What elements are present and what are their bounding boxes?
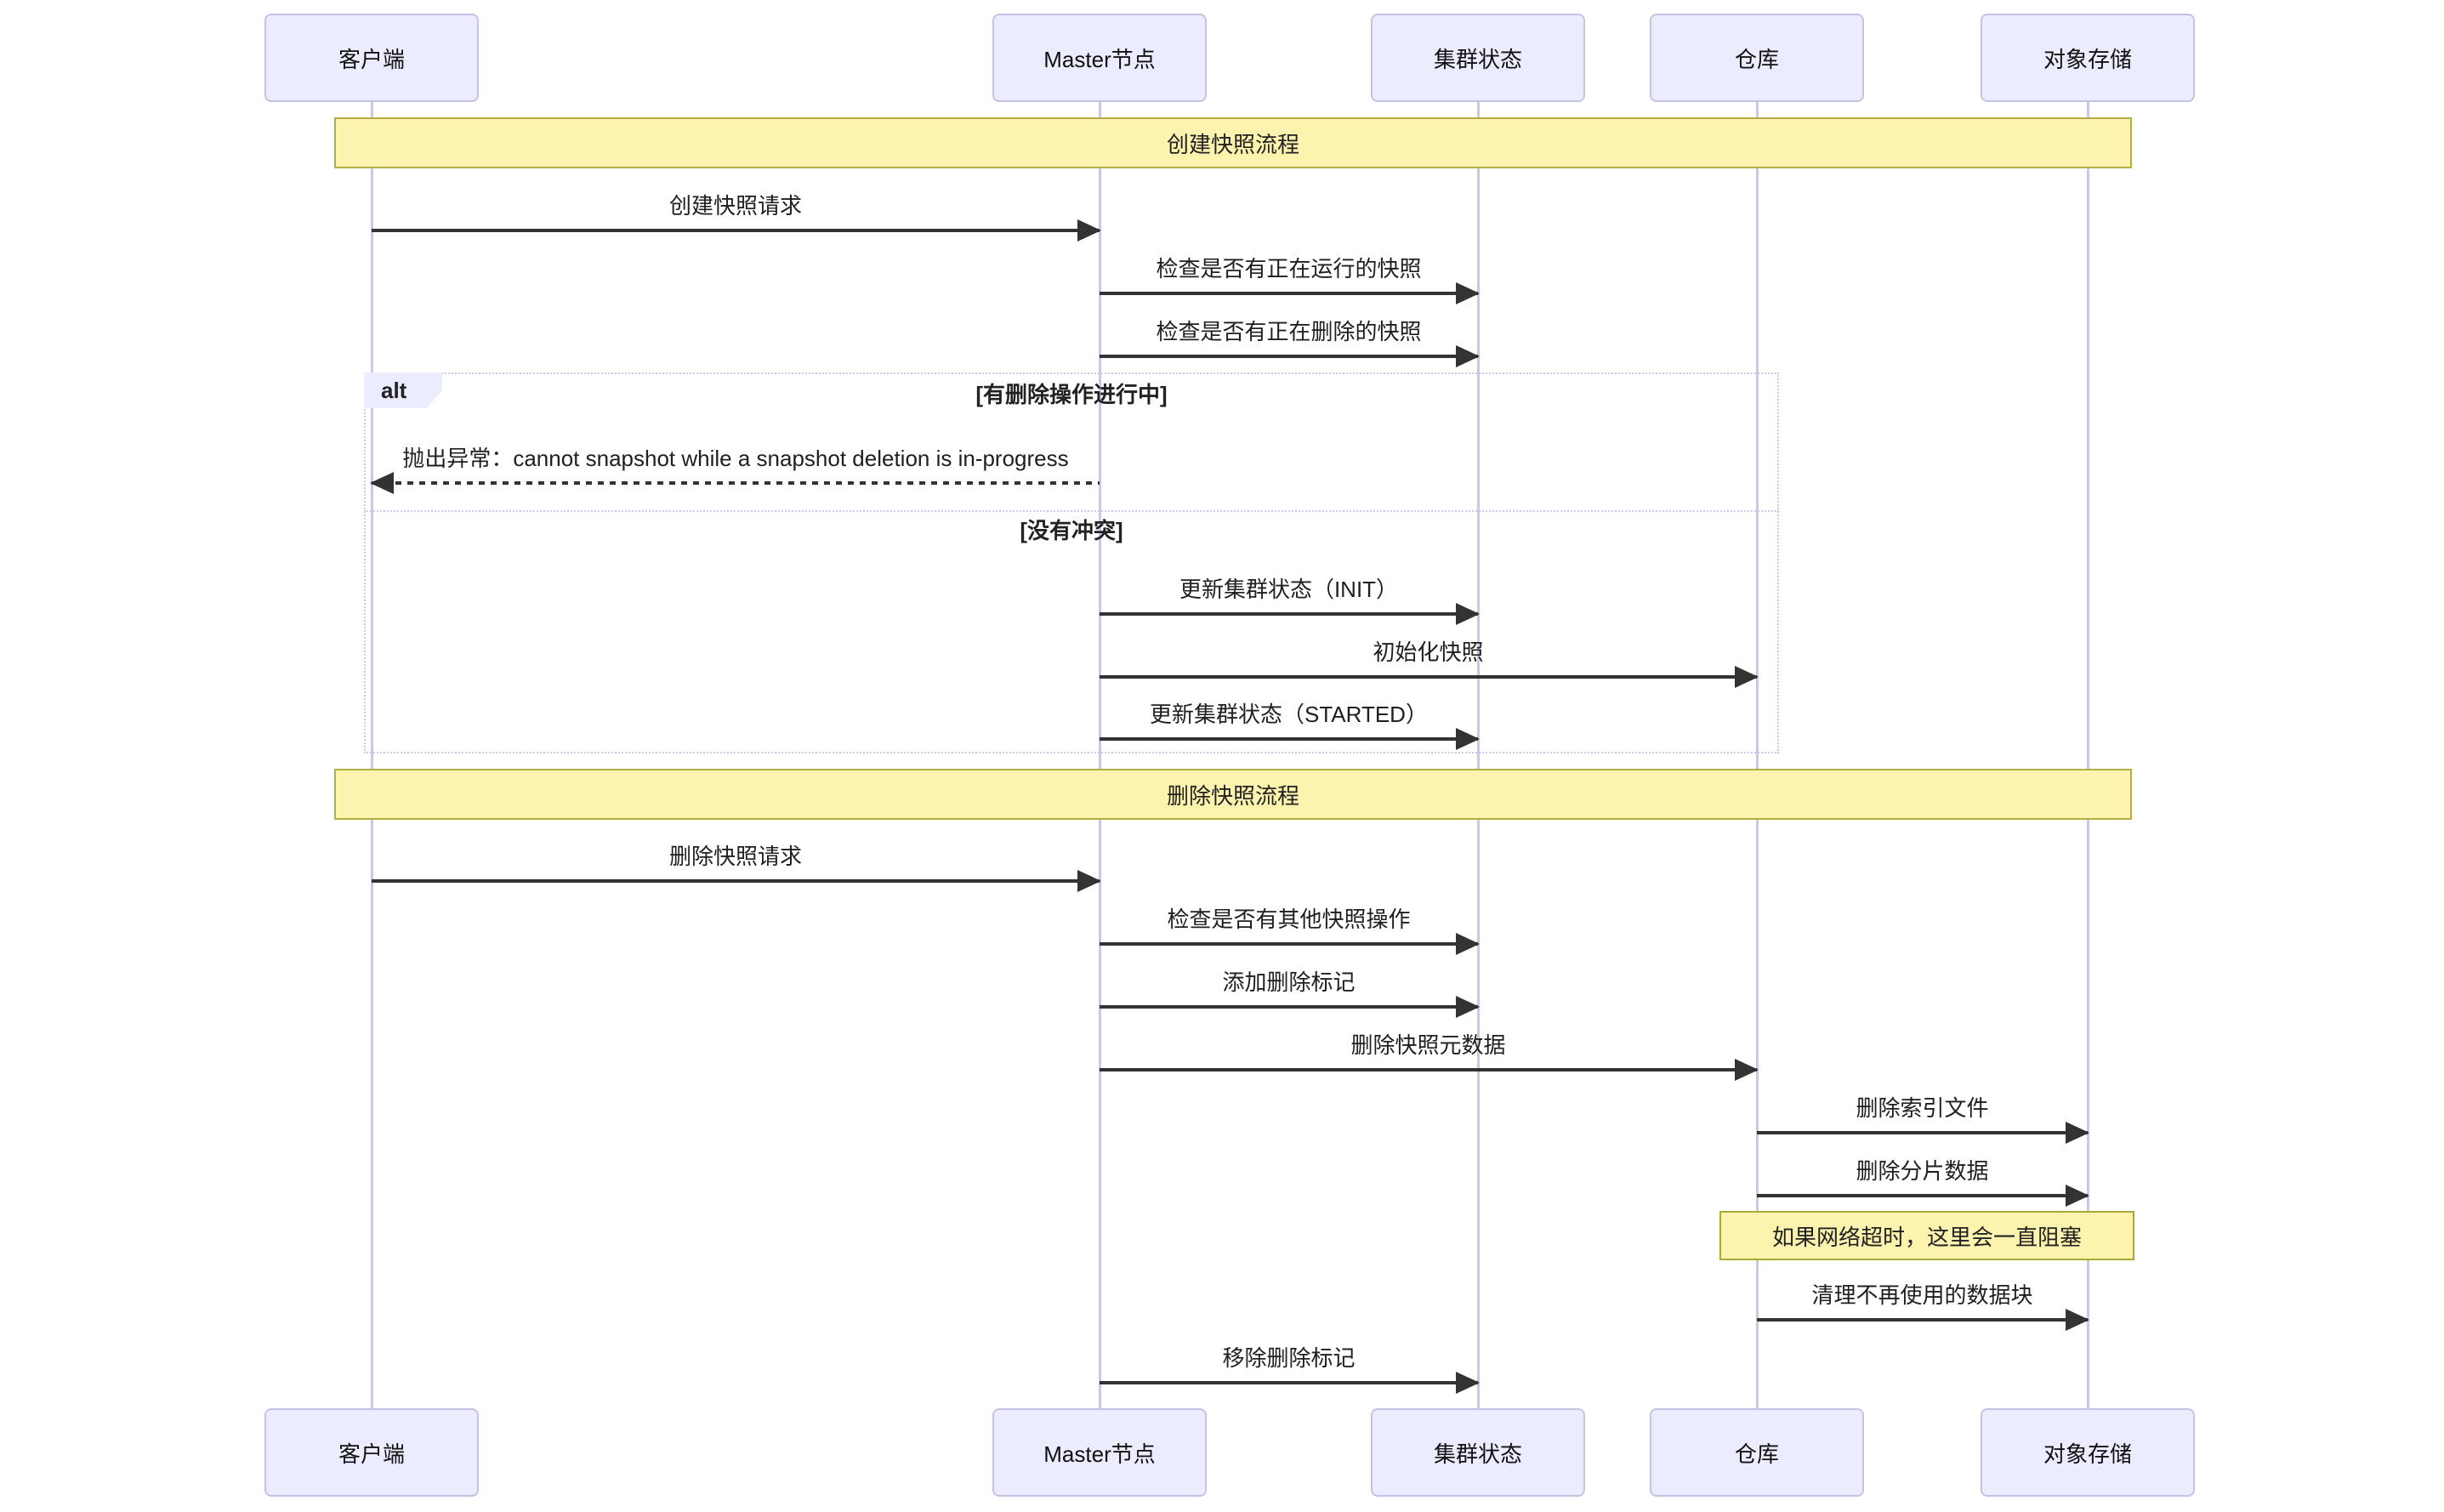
section-banner-label: 创建快照流程	[1166, 131, 1299, 157]
message-arrow	[1757, 1122, 2089, 1144]
participant-label: Master节点	[1043, 46, 1156, 72]
message-delete-snapshot-metadata: 删除快照元数据	[1100, 1032, 1759, 1081]
alt-condition-no-conflict: [没有冲突]	[1020, 518, 1123, 543]
participant-master-top: Master节点	[992, 14, 1207, 102]
message-check-other-operations: 检查是否有其他快照操作	[1100, 907, 1480, 955]
message-check-running-snapshot: 检查是否有正在运行的快照	[1100, 256, 1480, 304]
message-init-snapshot: 初始化快照	[1100, 639, 1759, 688]
participant-client-bottom: 客户端	[264, 1408, 479, 1497]
message-add-delete-marker: 添加删除标记	[1100, 969, 1480, 1018]
message-label: 创建快照请求	[668, 193, 802, 219]
participant-object-storage-top: 对象存储	[1981, 14, 2195, 102]
message-arrow	[372, 219, 1101, 242]
participant-label: 客户端	[338, 1441, 405, 1467]
alt-keyword-label: alt	[364, 372, 442, 408]
participant-repository-top: 仓库	[1650, 14, 1864, 102]
message-arrow	[1757, 1185, 2089, 1207]
message-label: 检查是否有正在运行的快照	[1156, 256, 1422, 281]
message-label: 删除索引文件	[1856, 1095, 1989, 1121]
alt-condition-deletion-in-progress: [有删除操作进行中]	[975, 382, 1168, 407]
participant-label: 客户端	[338, 46, 405, 72]
participant-label: 对象存储	[2043, 1441, 2132, 1467]
message-label: 清理不再使用的数据块	[1811, 1282, 2033, 1308]
message-label: 更新集群状态（STARTED）	[1150, 702, 1428, 727]
message-label: 检查是否有正在删除的快照	[1156, 319, 1422, 344]
message-update-state-init: 更新集群状态（INIT）	[1100, 577, 1480, 625]
message-arrow	[370, 472, 1100, 494]
message-delete-snapshot-request: 删除快照请求	[372, 844, 1101, 892]
message-label: 删除快照元数据	[1350, 1032, 1506, 1058]
lifeline-master	[1098, 102, 1101, 1408]
message-label: 移除删除标记	[1222, 1345, 1356, 1371]
participant-object-storage-bottom: 对象存储	[1981, 1408, 2195, 1497]
message-label: 删除分片数据	[1856, 1158, 1989, 1184]
section-banner-delete-snapshot: 删除快照流程	[334, 769, 2132, 820]
message-arrow	[1100, 282, 1480, 304]
participant-label: 对象存储	[2043, 46, 2132, 72]
message-remove-delete-marker: 移除删除标记	[1100, 1345, 1480, 1394]
message-arrow	[1100, 666, 1759, 688]
participant-label: 集群状态	[1433, 46, 1522, 72]
message-arrow	[1100, 1372, 1480, 1394]
message-arrow	[1100, 603, 1480, 625]
alt-frame	[364, 372, 1779, 753]
section-banner-create-snapshot: 创建快照流程	[334, 117, 2132, 168]
participant-master-bottom: Master节点	[992, 1408, 1207, 1497]
message-label: 抛出异常：cannot snapshot while a snapshot de…	[402, 446, 1069, 471]
message-delete-index-files: 删除索引文件	[1757, 1095, 2089, 1144]
message-arrow	[1100, 933, 1480, 955]
message-label: 删除快照请求	[668, 844, 802, 869]
message-label: 检查是否有其他快照操作	[1167, 907, 1411, 932]
participant-repository-bottom: 仓库	[1650, 1408, 1864, 1497]
message-throw-exception: 抛出异常：cannot snapshot while a snapshot de…	[370, 446, 1100, 494]
message-check-deleting-snapshot: 检查是否有正在删除的快照	[1100, 319, 1480, 367]
lifeline-client	[370, 102, 373, 1408]
message-arrow	[1100, 728, 1480, 750]
message-arrow	[1100, 1059, 1759, 1081]
message-arrow	[1100, 345, 1480, 367]
participant-label: 仓库	[1734, 1441, 1779, 1467]
message-cleanup-unused-blocks: 清理不再使用的数据块	[1757, 1282, 2089, 1331]
message-label: 添加删除标记	[1222, 969, 1356, 995]
participant-cluster-state-bottom: 集群状态	[1371, 1408, 1585, 1497]
message-delete-shard-data: 删除分片数据	[1757, 1158, 2089, 1207]
message-update-state-started: 更新集群状态（STARTED）	[1100, 702, 1480, 750]
participant-label: 集群状态	[1433, 1441, 1522, 1467]
participant-cluster-state-top: 集群状态	[1371, 14, 1585, 102]
note-text: 如果网络超时，这里会一直阻塞	[1771, 1224, 2082, 1250]
section-banner-label: 删除快照流程	[1166, 782, 1299, 809]
alt-keyword-text: alt	[381, 377, 407, 403]
note-network-timeout: 如果网络超时，这里会一直阻塞	[1719, 1211, 2134, 1260]
participant-label: Master节点	[1043, 1441, 1156, 1467]
message-label: 更新集群状态（INIT）	[1179, 577, 1399, 602]
lifeline-repository	[1755, 102, 1759, 1408]
message-create-snapshot-request: 创建快照请求	[372, 193, 1101, 242]
alt-branch-divider	[364, 510, 1779, 512]
message-label: 初始化快照	[1373, 639, 1484, 665]
message-arrow	[1100, 996, 1480, 1018]
lifeline-cluster-state	[1476, 102, 1480, 1408]
participant-client-top: 客户端	[264, 14, 479, 102]
message-arrow	[1757, 1309, 2089, 1331]
message-arrow	[372, 870, 1101, 892]
participant-label: 仓库	[1734, 46, 1779, 72]
lifeline-object-storage	[2086, 102, 2089, 1408]
